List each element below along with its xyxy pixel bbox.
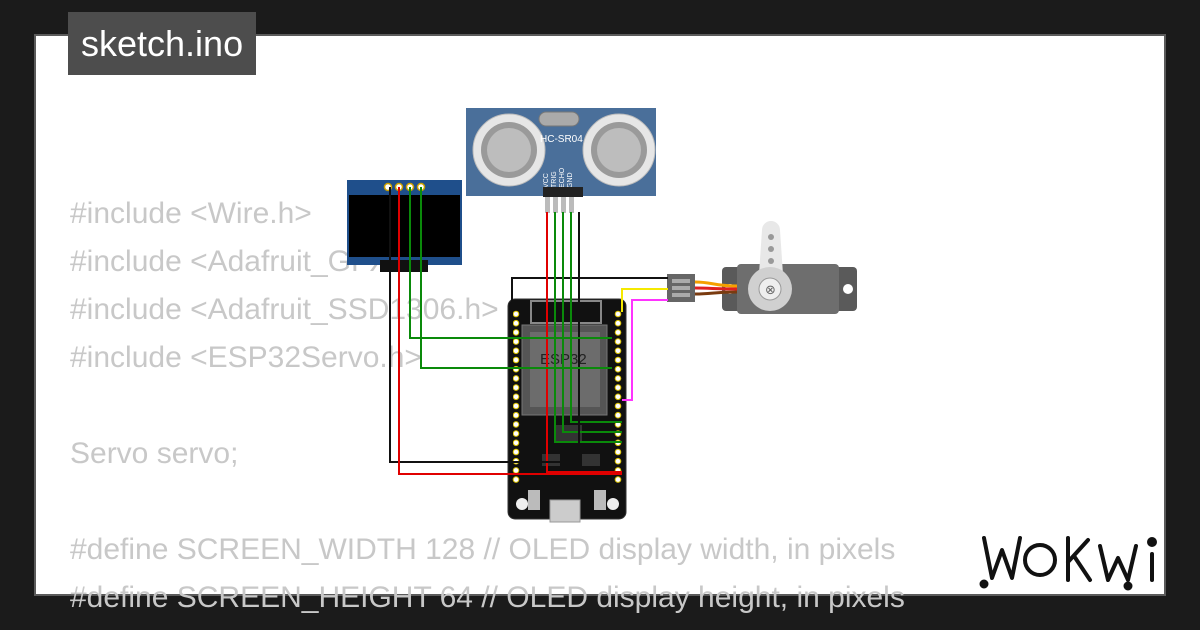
esp32-pin	[512, 319, 520, 327]
circuit-diagram: ESP32 HC-SR04 VCC TRIG ECHO	[347, 108, 857, 523]
wokwi-logo	[979, 536, 1157, 591]
code-line: #include <Adafruit_SSD1306.h>	[70, 293, 499, 326]
esp32-pin	[614, 476, 622, 483]
hc-sr04-sensor[interactable]: HC-SR04 VCC TRIG ECHO GND	[466, 108, 656, 213]
esp32-pin	[614, 393, 622, 401]
code-line: Servo servo;	[70, 437, 239, 470]
esp32-pin	[614, 375, 622, 382]
file-tab[interactable]: sketch.ino	[68, 12, 257, 75]
esp32-pin	[512, 430, 520, 437]
esp32-pin	[512, 347, 520, 355]
esp32-pin	[614, 329, 622, 336]
esp32-pin	[614, 356, 622, 364]
esp32-pin	[512, 467, 520, 474]
esp32-pin	[512, 439, 520, 447]
esp32-pin	[614, 384, 622, 391]
esp32-pin	[512, 384, 520, 391]
esp32-pin	[512, 356, 520, 364]
esp32-pin	[614, 319, 622, 327]
pin-label-echo: ECHO	[559, 167, 566, 188]
esp32-pin	[512, 411, 520, 419]
esp32-pin	[512, 476, 520, 483]
pin-label-vcc: VCC	[543, 173, 550, 188]
esp32-pin	[512, 338, 520, 345]
esp32-pin	[614, 411, 622, 419]
esp32-pin	[512, 421, 520, 428]
servo-motor[interactable]: ⊗	[667, 221, 857, 314]
code-line: #define SCREEN_HEIGHT 64 // OLED display…	[70, 581, 905, 614]
pin-label-gnd: GND	[567, 172, 574, 188]
esp32-pin	[614, 338, 622, 345]
esp32-pin	[614, 347, 622, 355]
esp32-pin	[614, 310, 622, 318]
esp32-pin	[614, 402, 622, 410]
esp32-pin	[512, 329, 520, 336]
hc-sr04-label: HC-SR04	[540, 134, 583, 145]
esp32-pin	[614, 457, 622, 465]
esp32-pin	[512, 310, 520, 318]
oled-display[interactable]	[347, 180, 462, 272]
esp32-pin	[512, 448, 520, 456]
esp32-pin	[614, 365, 622, 373]
esp32-pin	[614, 448, 622, 456]
esp32-pin	[512, 375, 520, 382]
code-line: #include <ESP32Servo.h>	[70, 341, 422, 374]
esp32-board: ESP32	[507, 298, 627, 523]
code-line: #define SCREEN_WIDTH 128 // OLED display…	[70, 533, 896, 566]
project-preview-card: #include <Wire.h>#include <Adafruit_GFX.…	[34, 34, 1166, 614]
esp32-pin	[512, 393, 520, 401]
code-line: #include <Wire.h>	[70, 197, 312, 230]
wires	[389, 187, 668, 475]
esp32-pin	[512, 402, 520, 410]
servo-screw-icon: ⊗	[765, 282, 776, 297]
pin-label-trig: TRIG	[551, 171, 558, 188]
